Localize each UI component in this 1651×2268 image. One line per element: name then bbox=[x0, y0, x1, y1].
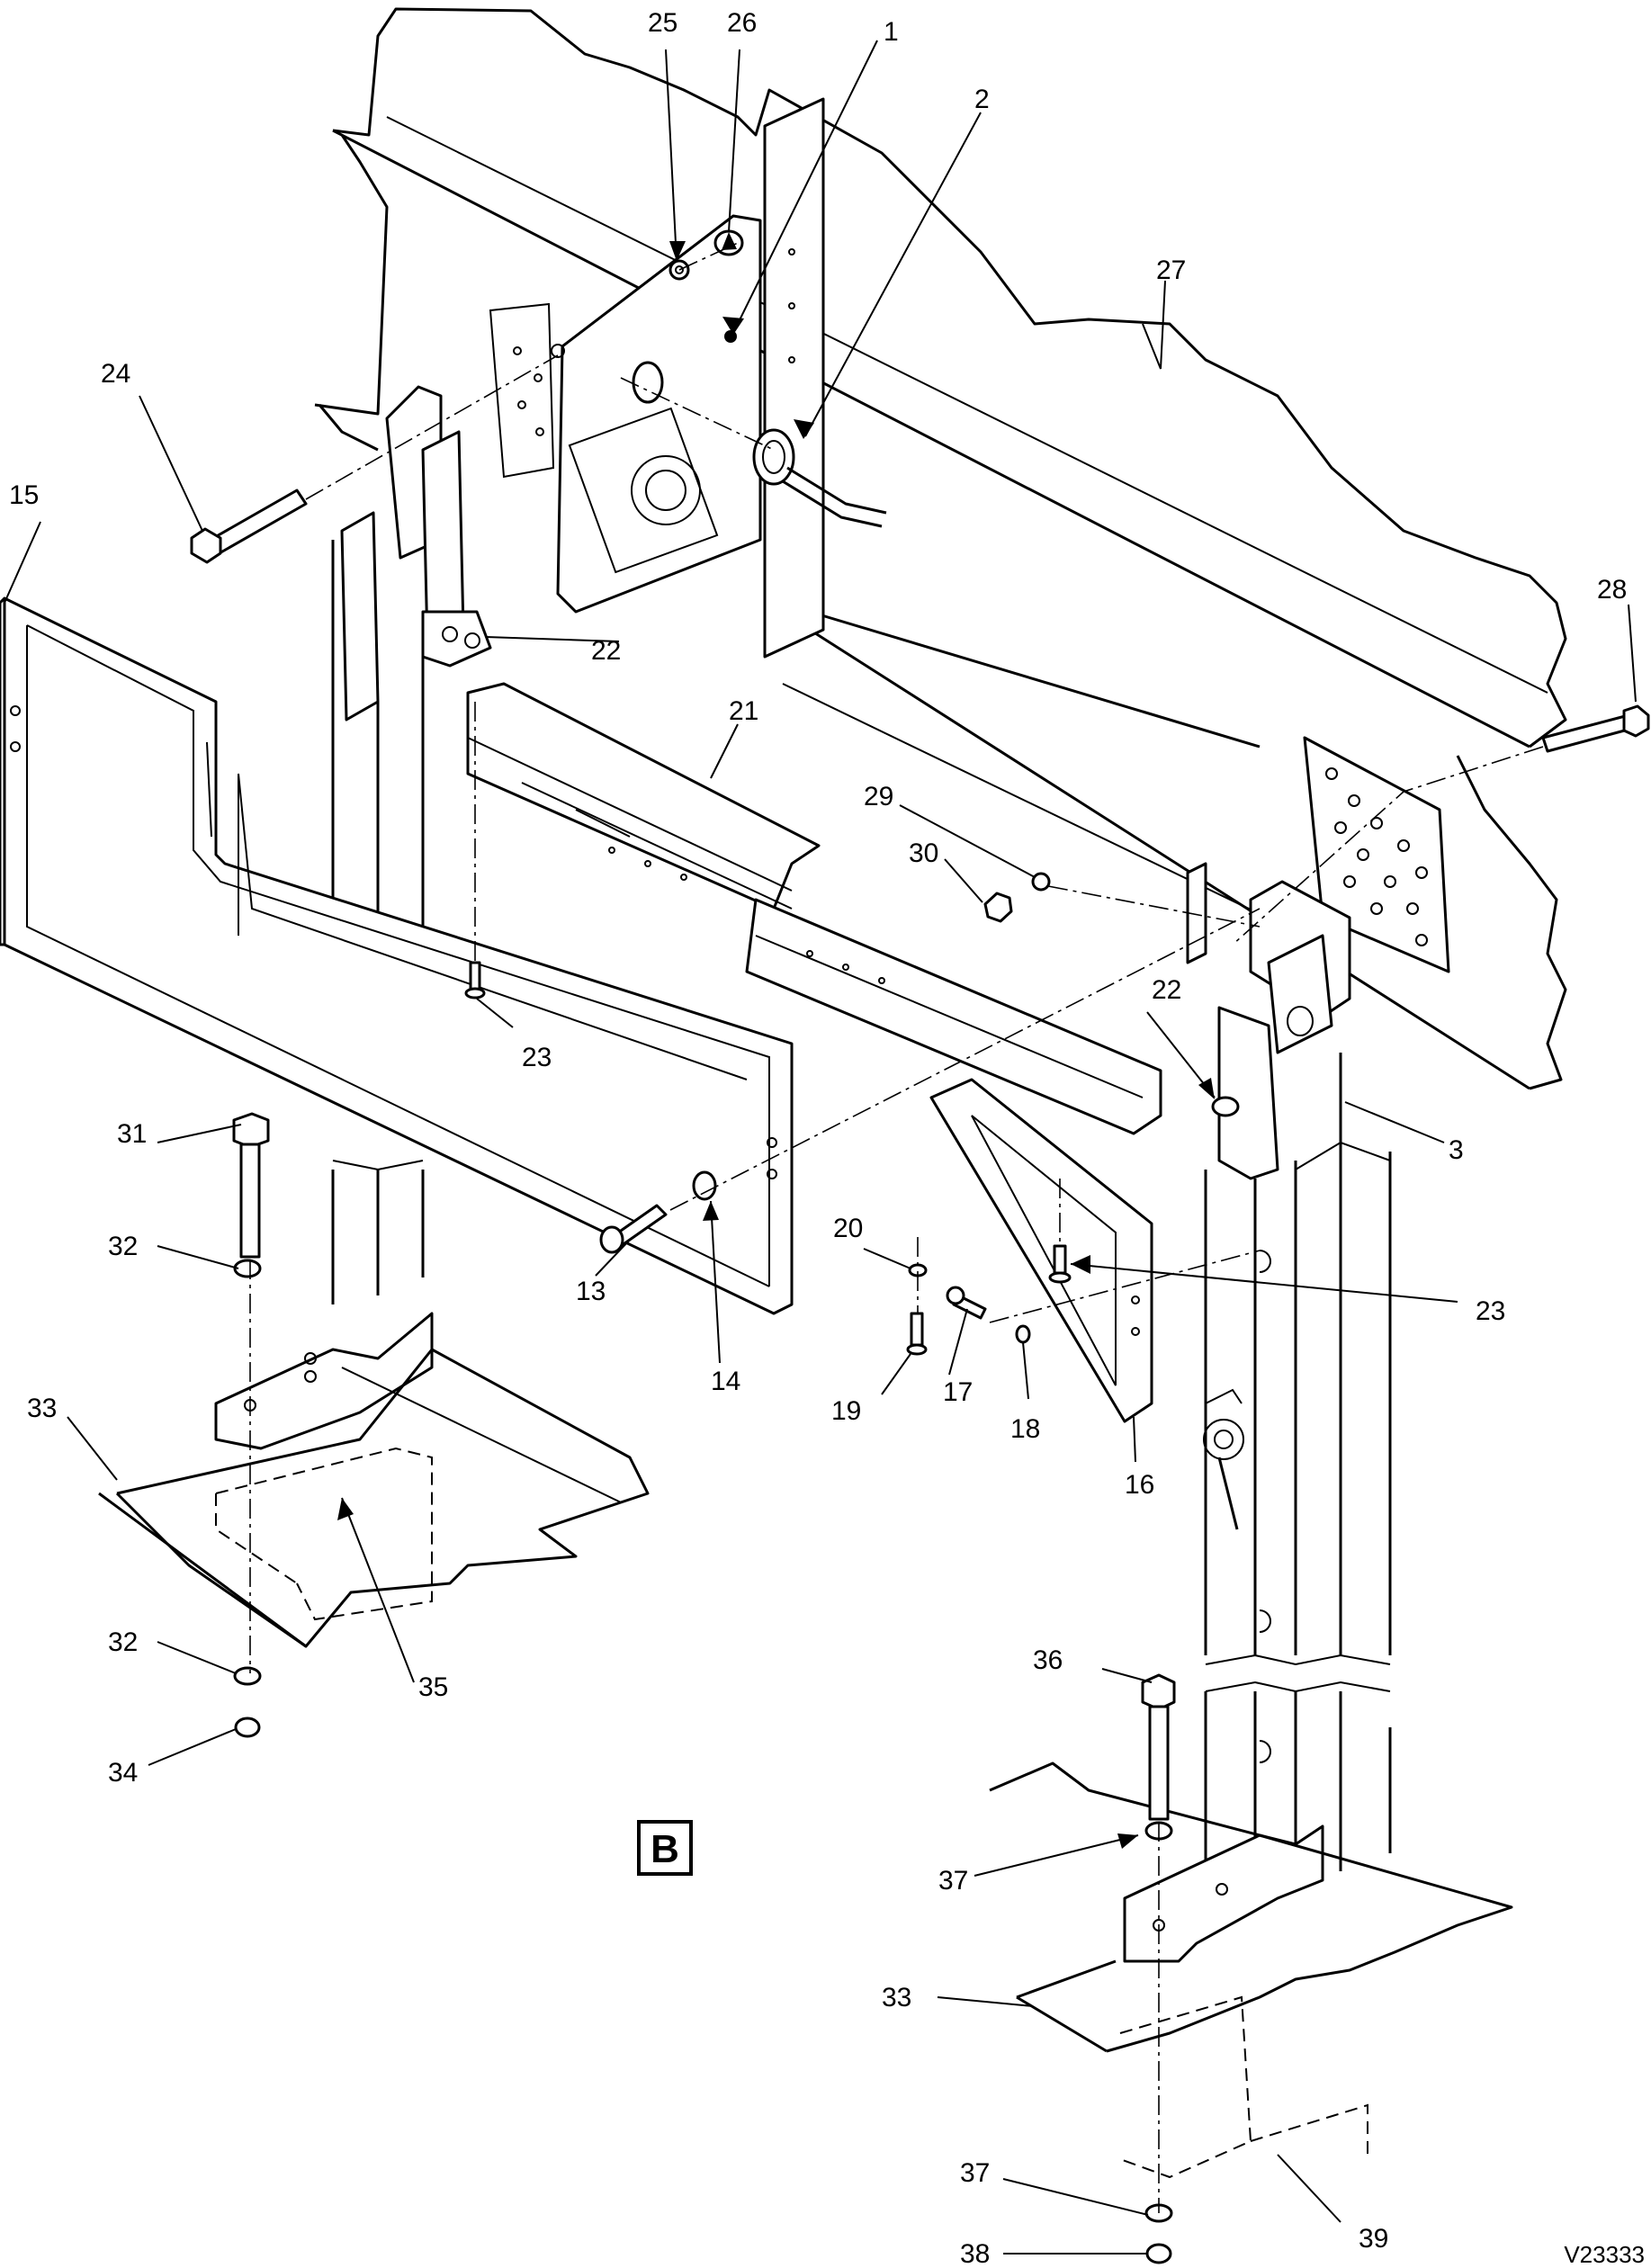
callout-35: 35 bbox=[418, 1672, 448, 1702]
leader-lines bbox=[4, 40, 1637, 2255]
callout-1: 1 bbox=[884, 17, 899, 47]
callout-16: 16 bbox=[1125, 1470, 1154, 1500]
door-panel-15 bbox=[0, 596, 794, 1315]
lock-pin bbox=[1203, 1388, 1244, 1530]
arrowheads bbox=[337, 232, 1215, 1849]
right-foot bbox=[1123, 1824, 1324, 1963]
upright-panel bbox=[763, 97, 1341, 937]
callout-34: 34 bbox=[108, 1758, 138, 1788]
callout-labels: 1 2 3 13 14 15 16 17 18 19 20 21 22 22 2… bbox=[9, 8, 1627, 2268]
right-floor-33 bbox=[989, 1762, 1513, 2179]
callout-23-left: 23 bbox=[522, 1043, 552, 1072]
left-floor-33 bbox=[98, 1348, 650, 1648]
callout-38: 38 bbox=[960, 2239, 990, 2268]
callout-22-left: 22 bbox=[591, 636, 621, 666]
callout-18: 18 bbox=[1010, 1414, 1040, 1444]
callout-32-bottom: 32 bbox=[108, 1627, 138, 1657]
callout-20: 20 bbox=[833, 1214, 863, 1243]
callout-2: 2 bbox=[974, 85, 990, 114]
callout-15: 15 bbox=[9, 480, 39, 510]
figure-id: V23333 bbox=[1564, 2241, 1645, 2268]
view-label: B bbox=[651, 1827, 679, 1871]
left-foot bbox=[214, 1312, 434, 1450]
callout-27: 27 bbox=[1156, 255, 1186, 285]
back-panel-27 bbox=[314, 7, 1567, 1090]
view-label-box: B bbox=[637, 1820, 693, 1876]
callout-30: 30 bbox=[909, 838, 938, 868]
callout-13: 13 bbox=[576, 1277, 606, 1306]
callout-29: 29 bbox=[864, 782, 893, 811]
callout-26: 26 bbox=[727, 8, 757, 38]
callout-33-left: 33 bbox=[27, 1394, 57, 1423]
callout-14: 14 bbox=[711, 1367, 740, 1396]
callout-22-right: 22 bbox=[1152, 975, 1181, 1005]
callout-36: 36 bbox=[1033, 1645, 1063, 1675]
callout-23-right: 23 bbox=[1476, 1296, 1505, 1326]
right-post-3 bbox=[1186, 862, 1392, 1871]
callout-33-right: 33 bbox=[882, 1983, 911, 2013]
callout-28: 28 bbox=[1597, 575, 1627, 605]
bracket-16 bbox=[929, 1078, 1153, 1423]
callout-19: 19 bbox=[831, 1396, 861, 1426]
rail-21 bbox=[466, 682, 1162, 1135]
callout-37-top: 37 bbox=[938, 1866, 968, 1896]
callout-24: 24 bbox=[101, 359, 130, 389]
callout-39: 39 bbox=[1359, 2224, 1388, 2254]
callout-25: 25 bbox=[648, 8, 677, 38]
connector-2 bbox=[632, 361, 887, 528]
callout-21: 21 bbox=[729, 696, 758, 726]
callout-37-bottom: 37 bbox=[960, 2158, 990, 2188]
assembly-axes bbox=[249, 242, 1544, 2213]
callout-3: 3 bbox=[1449, 1135, 1464, 1165]
callout-32-top: 32 bbox=[108, 1232, 138, 1261]
mounting-plate-1 bbox=[489, 214, 762, 614]
callout-17: 17 bbox=[943, 1377, 973, 1407]
callout-31: 31 bbox=[117, 1119, 147, 1149]
